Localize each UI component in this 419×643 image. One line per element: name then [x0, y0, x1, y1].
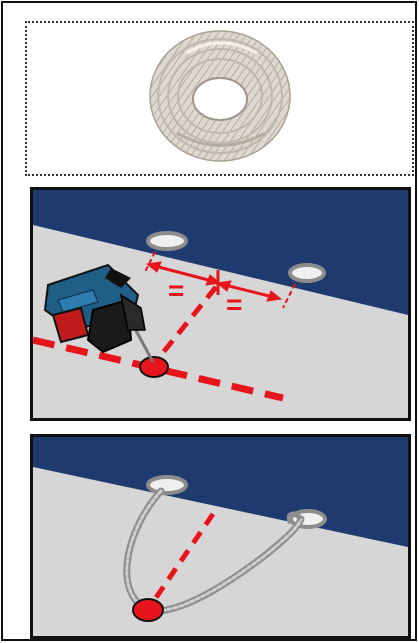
- anchor-ring-icon: [290, 265, 324, 281]
- equal-mark: =: [226, 289, 242, 320]
- anchor-ring-icon: [148, 233, 186, 249]
- equal-mark: =: [168, 275, 184, 306]
- rope-coil-icon: [27, 23, 412, 174]
- anchor-ring-icon: [148, 477, 186, 493]
- rope-threaded-panel: [30, 434, 411, 639]
- drill-hole-marker: [133, 599, 163, 621]
- drill-hole-marker: [140, 357, 168, 377]
- rope-coil-panel: [25, 21, 414, 176]
- drilling-panel: = =: [30, 187, 411, 421]
